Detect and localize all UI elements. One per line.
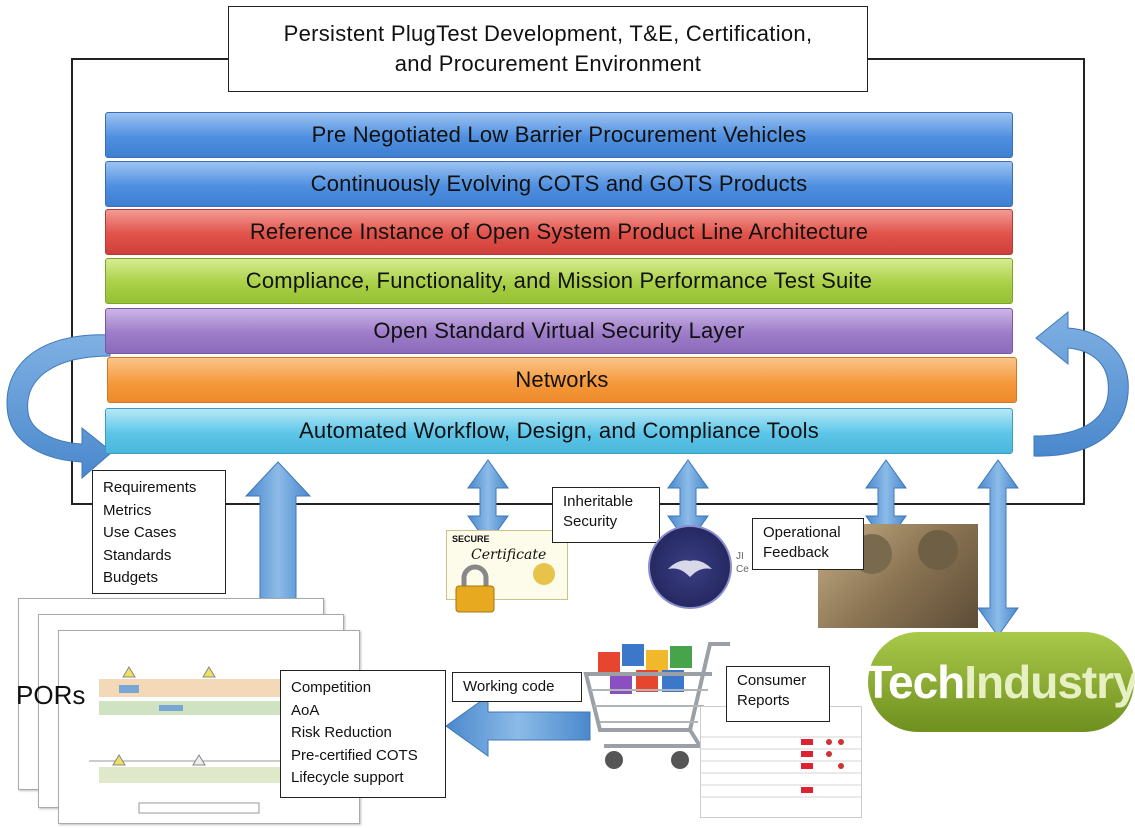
working-code-label: Working code — [452, 672, 582, 702]
logo-word-tech: Tech — [864, 656, 965, 708]
right-cycle-arrow-icon — [1033, 310, 1129, 457]
input-item: Metrics — [103, 501, 152, 519]
left-arrow-icon — [445, 695, 591, 757]
certificate-header: SECURE — [452, 534, 490, 544]
inheritable-security-label: Inheritable Security — [552, 487, 660, 543]
consumer-reports-label: Consumer Reports — [726, 666, 830, 722]
certificate-script: Certificate — [471, 547, 547, 563]
left-cycle-arrow-icon — [6, 334, 113, 480]
seal-caption-line: JI — [736, 551, 744, 562]
inputs-list-box: Requirements Metrics Use Cases Standards… — [92, 470, 226, 594]
layer-workflow-tools: Automated Workflow, Design, and Complian… — [105, 408, 1013, 454]
layer-procurement-vehicles: Pre Negotiated Low Barrier Procurement V… — [105, 112, 1013, 158]
input-item: Requirements — [103, 479, 197, 496]
seal-caption-line: Ce — [736, 564, 749, 575]
label-line: Reports — [737, 692, 790, 709]
input-item: Standards — [103, 546, 172, 564]
seal-icon — [533, 563, 555, 585]
diagram-title-line2: and Procurement Environment — [394, 51, 702, 76]
double-arrow-icon — [977, 459, 1019, 637]
layer-security: Open Standard Virtual Security Layer — [105, 308, 1013, 354]
label-line: Operational — [763, 524, 841, 541]
padlock-icon — [455, 564, 495, 613]
input-item: Use Cases — [103, 524, 177, 541]
pors-label: PORs — [16, 680, 86, 710]
benefit-item: Competition — [291, 679, 372, 696]
benefit-item: Pre-certified COTS — [291, 746, 418, 764]
label-line: Inheritable — [563, 493, 634, 510]
double-arrow-icon — [667, 459, 709, 545]
benefit-item: Lifecycle support — [291, 769, 404, 786]
diagram-title-line1: Persistent PlugTest Development, T&E, Ce… — [283, 21, 813, 46]
seal-caption: JI Ce — [736, 550, 749, 576]
layer-networks: Networks — [107, 357, 1017, 403]
label-line: Feedback — [763, 544, 829, 561]
double-arrow-icon — [865, 459, 907, 545]
label-line: Consumer — [737, 672, 807, 689]
eagle-seal-icon — [648, 525, 732, 609]
consumer-reports-table — [700, 706, 862, 818]
logo-word-industry: Industry — [964, 656, 1135, 708]
double-arrow-icon — [467, 459, 509, 545]
diagram-title-box: Persistent PlugTest Development, T&E, Ce… — [228, 6, 868, 92]
program-schedule-icon — [89, 666, 309, 814]
benefits-list-box: Competition AoA Risk Reduction Pre-certi… — [280, 670, 446, 798]
operational-feedback-label: Operational Feedback — [752, 518, 864, 570]
ratings-table-icon — [701, 736, 861, 798]
benefit-item: Risk Reduction — [291, 724, 392, 741]
benefit-item: AoA — [291, 701, 320, 719]
up-arrow-icon — [244, 461, 312, 601]
layer-test-suite: Compliance, Functionality, and Mission P… — [105, 258, 1013, 304]
input-item: Budgets — [103, 569, 159, 586]
eagle-icon — [668, 560, 712, 577]
layer-cots-gots-products: Continuously Evolving COTS and GOTS Prod… — [105, 161, 1013, 207]
label-line: Security — [563, 513, 618, 530]
layer-reference-architecture: Reference Instance of Open System Produc… — [105, 209, 1013, 255]
soldier-helmet-icon — [918, 530, 958, 570]
